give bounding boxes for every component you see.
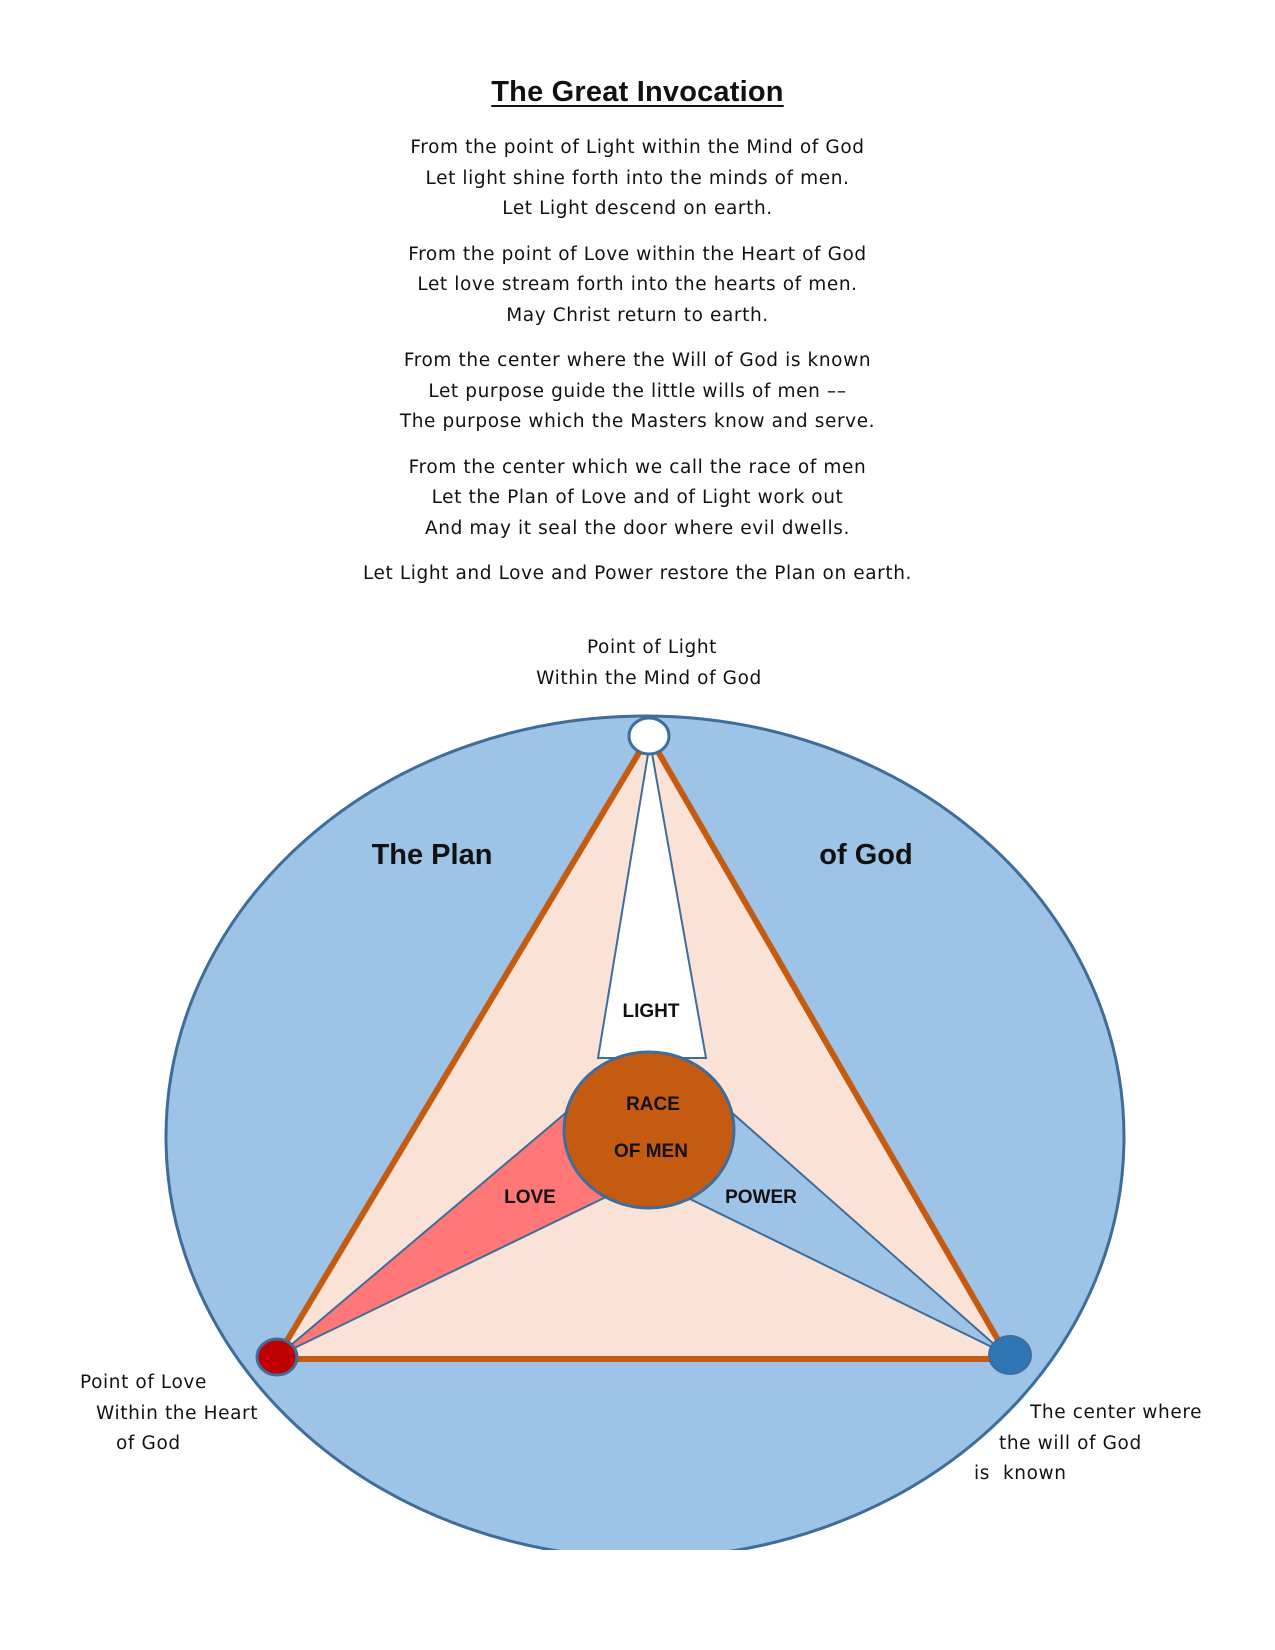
poem-line: The purpose which the Masters know and s… [399,411,876,432]
invocation-poem: From the point of Light within the Mind … [0,133,1275,605]
will-point-label: is known [974,1463,1067,1484]
race-of-men-label: OF MEN [614,1141,688,1162]
poem-line: Let purpose guide the little wills of me… [428,380,847,402]
power-label: POWER [725,1187,797,1208]
poem-line: From the point of Light within the Mind … [410,137,865,158]
love-label: LOVE [504,1187,556,1208]
stanza: From the point of Light within the Mind … [0,133,1275,225]
light-point-label: Point of Light [587,637,717,658]
will-point [988,1335,1032,1375]
light-point [627,716,671,756]
poem-line: Let the Plan of Love and of Light work o… [431,487,844,508]
poem-line: Let love stream forth into the hearts of… [417,274,858,295]
light-label: LIGHT [623,1001,680,1022]
race-of-men-label: RACE [626,1094,680,1115]
main-triangle-border [270,730,1015,1362]
race-of-men-circle [562,1050,736,1210]
stanza: From the center which we call the race o… [0,453,1275,545]
will-point-label: the will of God [999,1433,1142,1454]
will-point-label: The center where [1029,1402,1202,1423]
light-point-label: Within the Mind of God [536,668,762,689]
poem-line: From the center which we call the race o… [408,456,867,478]
poem-line: Let light shine forth into the minds of … [425,167,850,189]
plan-left-label: The Plan [372,839,493,871]
plan-right-label: of God [819,839,912,871]
stanza: Let Light and Love and Power restore the… [0,559,1275,590]
love-point-label: of God [116,1433,181,1454]
love-point-label: Within the Heart [96,1403,258,1424]
poem-line: May Christ return to earth. [506,304,769,326]
love-point [255,1337,299,1377]
stanza: From the point of Love within the Heart … [0,240,1275,332]
love-point-label: Point of Love [80,1372,207,1393]
poem-line: Let Light and Love and Power restore the… [362,563,913,584]
stanza: From the center where the Will of God is… [0,346,1275,438]
plan-of-god-diagram: The Plan of God LIGHT LOVE POWER RACE OF… [80,637,1202,1550]
poem-line: From the point of Love within the Heart … [408,243,867,265]
poem-line: From the center where the Will of God is… [403,350,872,371]
poem-line: And may it seal the door where evil dwel… [425,517,850,539]
poem-line: Let Light descend on earth. [502,198,773,219]
page-title: The Great Invocation [491,76,784,108]
